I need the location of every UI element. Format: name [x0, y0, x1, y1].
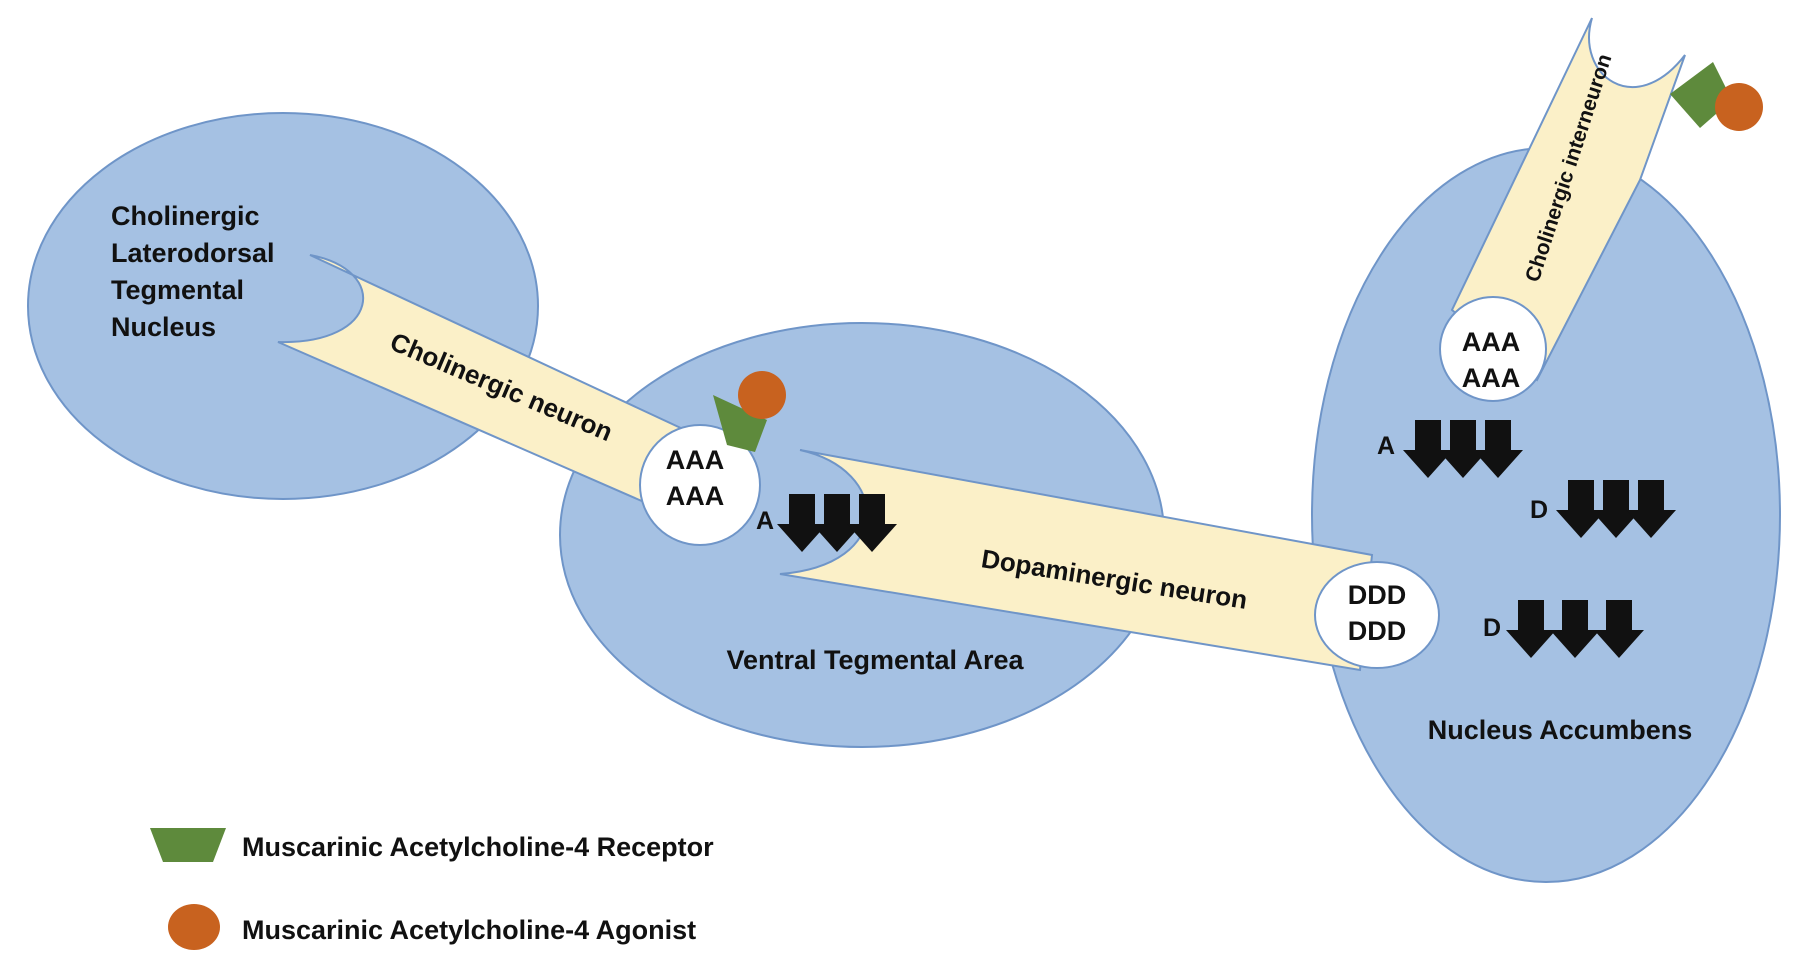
nac-vesicle-line1: AAA: [1462, 327, 1521, 357]
cholinergic-interneuron: [1450, 17, 1686, 382]
vta-acetylcholine-release-arrows: [777, 494, 897, 552]
vta-vesicle-line1: AAA: [666, 445, 725, 475]
ldt-label-line3: Tegmental: [111, 275, 244, 305]
vta-acetylcholine-vesicle: [639, 424, 761, 546]
nac-dopamine-release-arrows-1: [1556, 480, 1676, 538]
nac-label: Nucleus Accumbens: [1428, 715, 1693, 745]
dopamine-vesicle-line1: DDD: [1348, 580, 1407, 610]
nac-release-letter-d1: D: [1530, 496, 1548, 524]
nac-release-letter-a: A: [1377, 432, 1395, 460]
dopamine-vesicle-line2: DDD: [1348, 616, 1407, 646]
vta-agonist-icon: [738, 371, 786, 419]
nac-dopamine-release-arrows-2: [1506, 600, 1644, 658]
vta-release-letter: A: [756, 507, 774, 535]
ldt-label-line1: Cholinergic: [111, 201, 260, 231]
ldt-label-line2: Laterodorsal: [111, 238, 275, 268]
nac-acetylcholine-release-arrows: [1403, 420, 1523, 478]
vta-receptor-icon: [713, 395, 767, 452]
legend-agonist-icon: [168, 904, 220, 950]
legend: Muscarinic Acetylcholine-4 Receptor Musc…: [150, 828, 714, 950]
dopamine-vesicle: [1314, 561, 1440, 669]
legend-receptor-icon: [150, 828, 226, 862]
nac-vesicle-line2: AAA: [1462, 363, 1521, 393]
nac-release-letter-d2: D: [1483, 614, 1501, 642]
cholinergic-neuron: [277, 254, 702, 511]
legend-agonist-label: Muscarinic Acetylcholine-4 Agonist: [242, 915, 696, 945]
ldt-label-line4: Nucleus: [111, 312, 216, 342]
nac-agonist-icon: [1715, 83, 1763, 131]
legend-receptor-label: Muscarinic Acetylcholine-4 Receptor: [242, 832, 714, 862]
ldt-region: [27, 112, 539, 500]
vta-label: Ventral Tegmental Area: [726, 645, 1024, 675]
vta-vesicle-line2: AAA: [666, 481, 725, 511]
nac-acetylcholine-vesicle: [1439, 296, 1547, 402]
